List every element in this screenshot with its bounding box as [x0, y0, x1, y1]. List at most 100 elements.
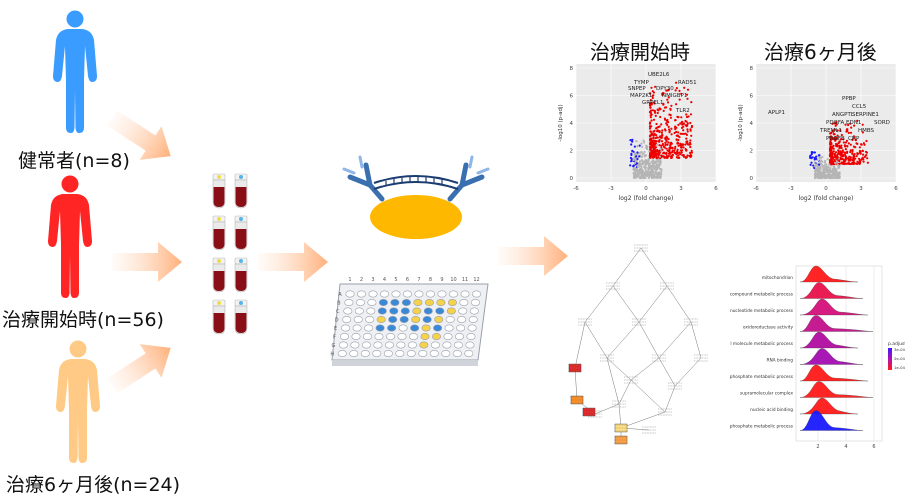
- plate-well: [467, 324, 477, 332]
- ridge-legend-tick: 3e-04: [894, 347, 905, 352]
- volcano-point: [689, 155, 692, 159]
- volcano-point: [866, 157, 869, 160]
- volcano-point: [631, 140, 634, 143]
- plate-well: [468, 315, 478, 323]
- volcano-point: [827, 165, 830, 169]
- plate-well: [387, 324, 397, 332]
- volcano-point: [818, 173, 821, 176]
- volcano-point: [689, 151, 692, 154]
- volcano-point: [673, 151, 676, 154]
- volcano-point: [689, 143, 692, 146]
- volcano-point: [834, 172, 837, 175]
- volcano-point: [829, 132, 832, 135]
- volcano-point: [685, 113, 688, 116]
- volcano-point: [831, 122, 834, 125]
- volcano-point: [660, 131, 663, 134]
- volcano-xtick: 6: [894, 186, 898, 192]
- volcano-point: [656, 111, 659, 115]
- volcano-point: [828, 170, 831, 173]
- volcano-point: [659, 115, 662, 119]
- volcano-point: [840, 144, 843, 147]
- volcano-point: [835, 155, 838, 158]
- volcano-point: [652, 139, 655, 142]
- network-edge: [594, 403, 620, 415]
- volcano-point: [851, 148, 854, 152]
- ridge-legend-tick: 2e-04: [894, 356, 905, 361]
- volcano-point: [640, 167, 643, 170]
- volcano-point: [851, 158, 854, 161]
- volcano-point: [810, 152, 813, 155]
- plate-row-label: A: [338, 292, 342, 298]
- volcano-point: [663, 117, 666, 120]
- plate-well: [459, 298, 469, 306]
- volcano-point: [635, 162, 639, 165]
- volcano-point: [678, 98, 681, 101]
- plate-well: [385, 332, 395, 340]
- plate-column-label: 4: [383, 277, 386, 283]
- volcano-point: [838, 141, 841, 144]
- volcano-point: [646, 174, 649, 178]
- volcano-point: [861, 131, 864, 134]
- volcano-point: [639, 160, 642, 163]
- plate-well: [351, 332, 361, 340]
- volcano-point: [844, 145, 847, 148]
- plate-column-label: 7: [417, 277, 420, 283]
- volcano-point: [849, 150, 852, 154]
- plate-well: [446, 307, 456, 315]
- volcano-point: [676, 148, 679, 151]
- plate-well: [399, 315, 409, 323]
- volcano-point: [820, 174, 823, 177]
- volcano-point: [655, 176, 658, 179]
- plate-well: [396, 341, 406, 349]
- volcano-point: [675, 130, 678, 134]
- ridge-legend-tick: 1e-04: [894, 365, 905, 370]
- volcano-point: [650, 102, 653, 105]
- volcano-gene-label: SNPEP: [628, 86, 646, 92]
- volcano-point: [686, 130, 689, 133]
- volcano-point: [631, 138, 634, 141]
- plate-well: [466, 332, 476, 340]
- volcano-point: [834, 139, 837, 142]
- volcano-point: [844, 158, 847, 161]
- volcano-point: [660, 150, 663, 153]
- volcano-point: [649, 111, 652, 114]
- network-edge: [574, 367, 578, 401]
- volcano-point: [856, 160, 859, 163]
- volcano-xtick: 0: [824, 186, 828, 192]
- plate-well: [433, 324, 443, 332]
- volcano-point: [656, 108, 659, 111]
- volcano-point: [666, 98, 669, 101]
- volcano-point: [813, 151, 816, 154]
- plate-well: [409, 332, 419, 340]
- volcano-gene-label: PDGFB: [826, 136, 845, 142]
- ridge-category-label: purine-containing compound metabolic pro…: [730, 292, 794, 298]
- volcano-point: [846, 144, 849, 148]
- volcano-point: [653, 111, 657, 114]
- volcano-point: [677, 131, 680, 134]
- volcano-point: [689, 113, 693, 116]
- plate-column-label: 11: [462, 277, 468, 283]
- network-edge: [620, 411, 666, 429]
- volcano-point: [834, 176, 837, 179]
- plate-well: [354, 307, 364, 315]
- volcano-point: [638, 176, 641, 179]
- volcano-point: [662, 145, 666, 148]
- network-edge: [606, 321, 640, 359]
- volcano-point: [634, 167, 637, 170]
- network-edge: [666, 285, 692, 323]
- plate-well: [395, 350, 405, 358]
- ridge-density: [799, 298, 869, 316]
- volcano-point: [849, 162, 852, 166]
- volcano-point: [658, 125, 661, 128]
- plate-well: [377, 307, 387, 315]
- volcano-point: [855, 142, 858, 145]
- plate-well: [412, 307, 422, 315]
- volcano-point: [842, 155, 845, 158]
- arrow-healthy-icon: [101, 101, 182, 173]
- volcano-point: [654, 85, 657, 88]
- plate-column-label: 9: [440, 277, 443, 283]
- volcano-point: [656, 167, 659, 170]
- volcano-point: [641, 169, 644, 172]
- volcano-point: [638, 144, 641, 147]
- volcano-point: [686, 143, 690, 146]
